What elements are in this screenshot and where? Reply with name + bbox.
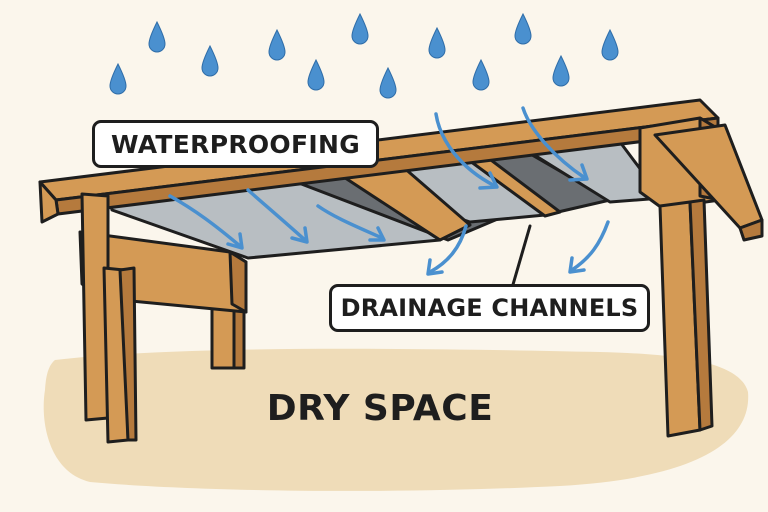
left-post	[80, 192, 138, 444]
drainage-channels-label: DRAINAGE CHANNELS	[329, 284, 650, 332]
ground-area	[43, 348, 749, 491]
raindrop-icon	[351, 12, 369, 45]
raindrop-icon	[379, 66, 397, 99]
flow-arrow-icon	[316, 204, 386, 242]
raindrop-icon	[201, 44, 219, 77]
raindrop-icon	[109, 62, 127, 95]
flow-arrow-icon	[521, 106, 589, 182]
raindrop-icon	[472, 58, 490, 91]
raindrop-icon	[601, 28, 619, 61]
flow-arrow-icon	[568, 220, 610, 274]
flow-arrow-icon	[168, 194, 244, 250]
dry-space-label: DRY SPACE	[266, 388, 494, 429]
water-flow-arrows	[168, 106, 610, 276]
raindrop-icon	[268, 28, 286, 61]
drainage-pointer	[510, 224, 532, 290]
flow-arrow-icon	[434, 112, 499, 190]
raindrops	[109, 12, 619, 99]
right-beam	[653, 123, 764, 242]
flow-arrow-icon	[426, 224, 468, 276]
raindrop-icon	[307, 58, 325, 91]
flow-arrow-icon	[246, 188, 309, 244]
raindrop-icon	[552, 54, 570, 87]
raindrop-icon	[428, 26, 446, 59]
waterproofing-label: WATERPROOFING	[92, 120, 379, 168]
raindrop-icon	[148, 20, 166, 53]
raindrop-icon	[514, 12, 532, 45]
